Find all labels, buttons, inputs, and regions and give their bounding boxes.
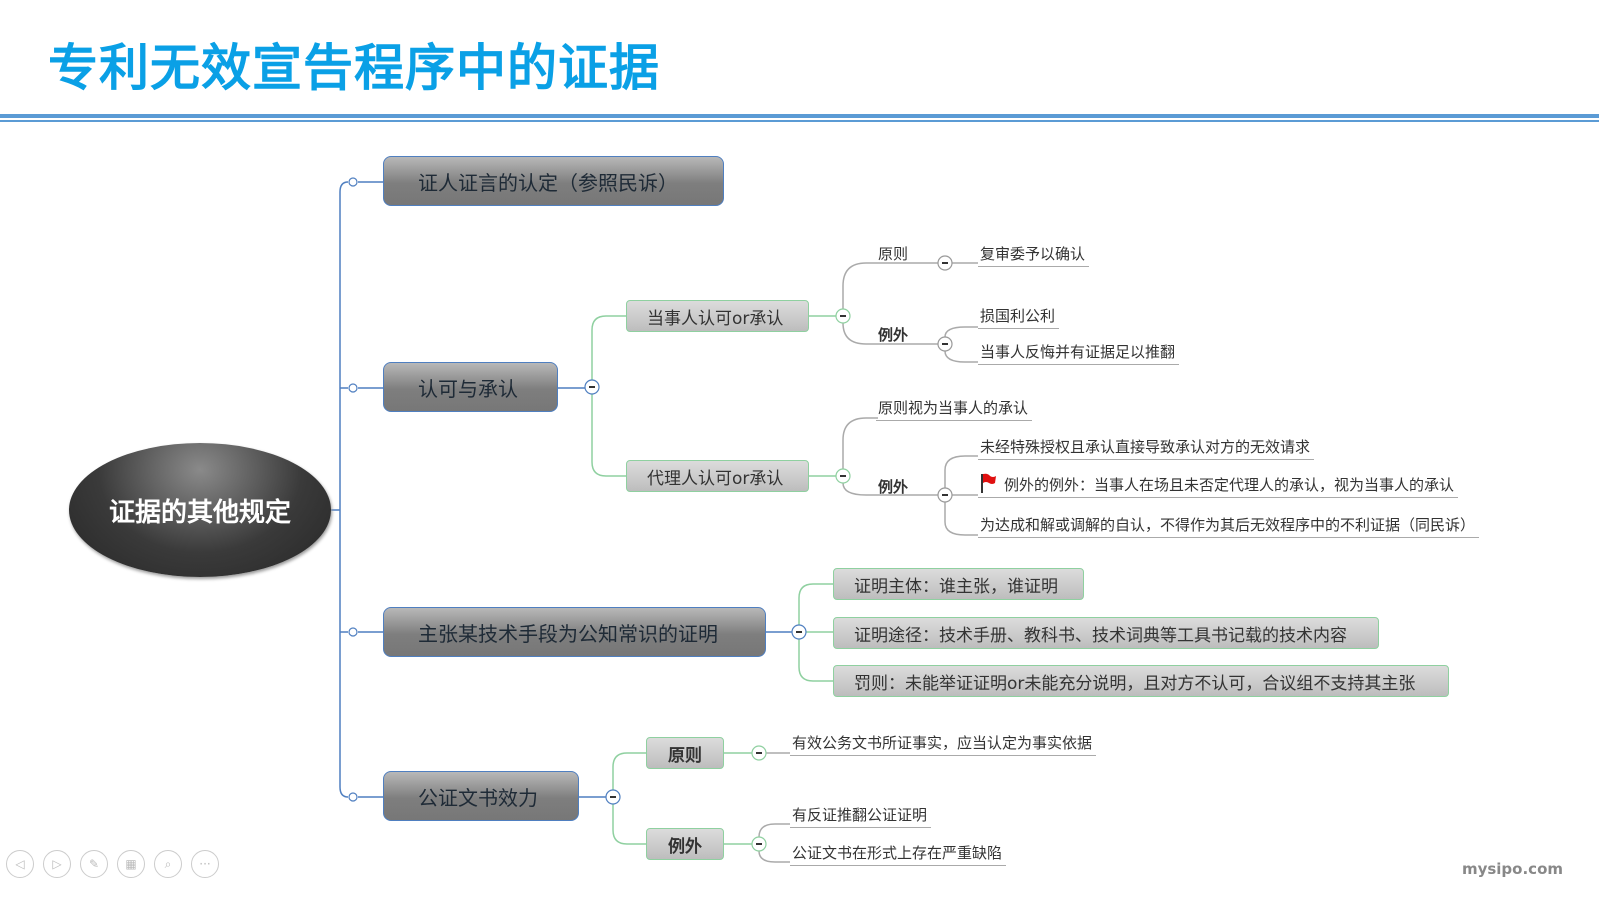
leaf-exception: 损国利公利 [978, 305, 1060, 329]
leaf-notarial-principle: 有效公务文书所证事实，应当认定为事实依据 [790, 732, 1097, 756]
branch-witness-testimony[interactable]: 证人证言的认定（参照民诉） [383, 156, 724, 206]
leaf-exception-flagged: 例外的例外：当事人在场且未否定代理人的承认，视为当事人的承认 [978, 473, 1459, 498]
leaf-notarial-exception: 公证文书在形式上存在严重缺陷 [790, 842, 1007, 866]
node-proof-means[interactable]: 证明途径：技术手册、教科书、技术词典等工具书记载的技术内容 [833, 617, 1379, 649]
node-penalty[interactable]: 罚则：未能举证证明or未能充分说明，且对方不认可，合议组不支持其主张 [833, 665, 1449, 697]
red-flag-icon [981, 473, 996, 493]
leaf-notarial-exception: 有反证推翻公证证明 [790, 804, 932, 828]
slides-icon[interactable]: ▦ [117, 850, 145, 878]
page-title: 专利无效宣告程序中的证据 [48, 39, 660, 97]
leaf-exception: 为达成和解或调解的自认，不得作为其后无效程序中的不利证据（同民诉） [978, 514, 1480, 538]
title-divider [0, 114, 1599, 118]
node-notarial-exception[interactable]: 例外 [646, 828, 724, 860]
label-exception: 例外 [878, 326, 909, 344]
label-exception: 例外 [878, 478, 909, 496]
node-notarial-principle[interactable]: 原则 [646, 737, 724, 769]
next-icon[interactable]: ▷ [43, 850, 71, 878]
node-proof-subject[interactable]: 证明主体：谁主张，谁证明 [833, 568, 1084, 600]
leaf-text: 例外的例外：当事人在场且未否定代理人的承认，视为当事人的承认 [1004, 476, 1455, 494]
pen-icon[interactable]: ✎ [80, 850, 108, 878]
leaf-principle: 复审委予以确认 [978, 243, 1090, 267]
leaf-exception: 当事人反悔并有证据足以推翻 [978, 341, 1180, 365]
node-party-acknowledgement[interactable]: 当事人认可or承认 [626, 300, 809, 332]
zoom-icon[interactable]: ⌕ [154, 850, 182, 878]
more-icon[interactable]: ··· [191, 850, 219, 878]
node-agent-acknowledgement[interactable]: 代理人认可or承认 [626, 460, 809, 492]
branch-common-knowledge[interactable]: 主张某技术手段为公知常识的证明 [383, 607, 766, 657]
root-node[interactable]: 证据的其他规定 [69, 443, 331, 577]
branch-acknowledgement[interactable]: 认可与承认 [383, 362, 558, 412]
leaf-principle: 原则视为当事人的承认 [876, 397, 1033, 421]
label-principle: 原则 [878, 245, 909, 263]
title-divider-thin [0, 120, 1599, 122]
watermark: mysipo.com [1461, 860, 1563, 878]
prev-icon[interactable]: ◁ [6, 850, 34, 878]
leaf-exception: 未经特殊授权且承认直接导致承认对方的无效请求 [978, 436, 1315, 460]
branch-notarial-documents[interactable]: 公证文书效力 [383, 771, 579, 821]
